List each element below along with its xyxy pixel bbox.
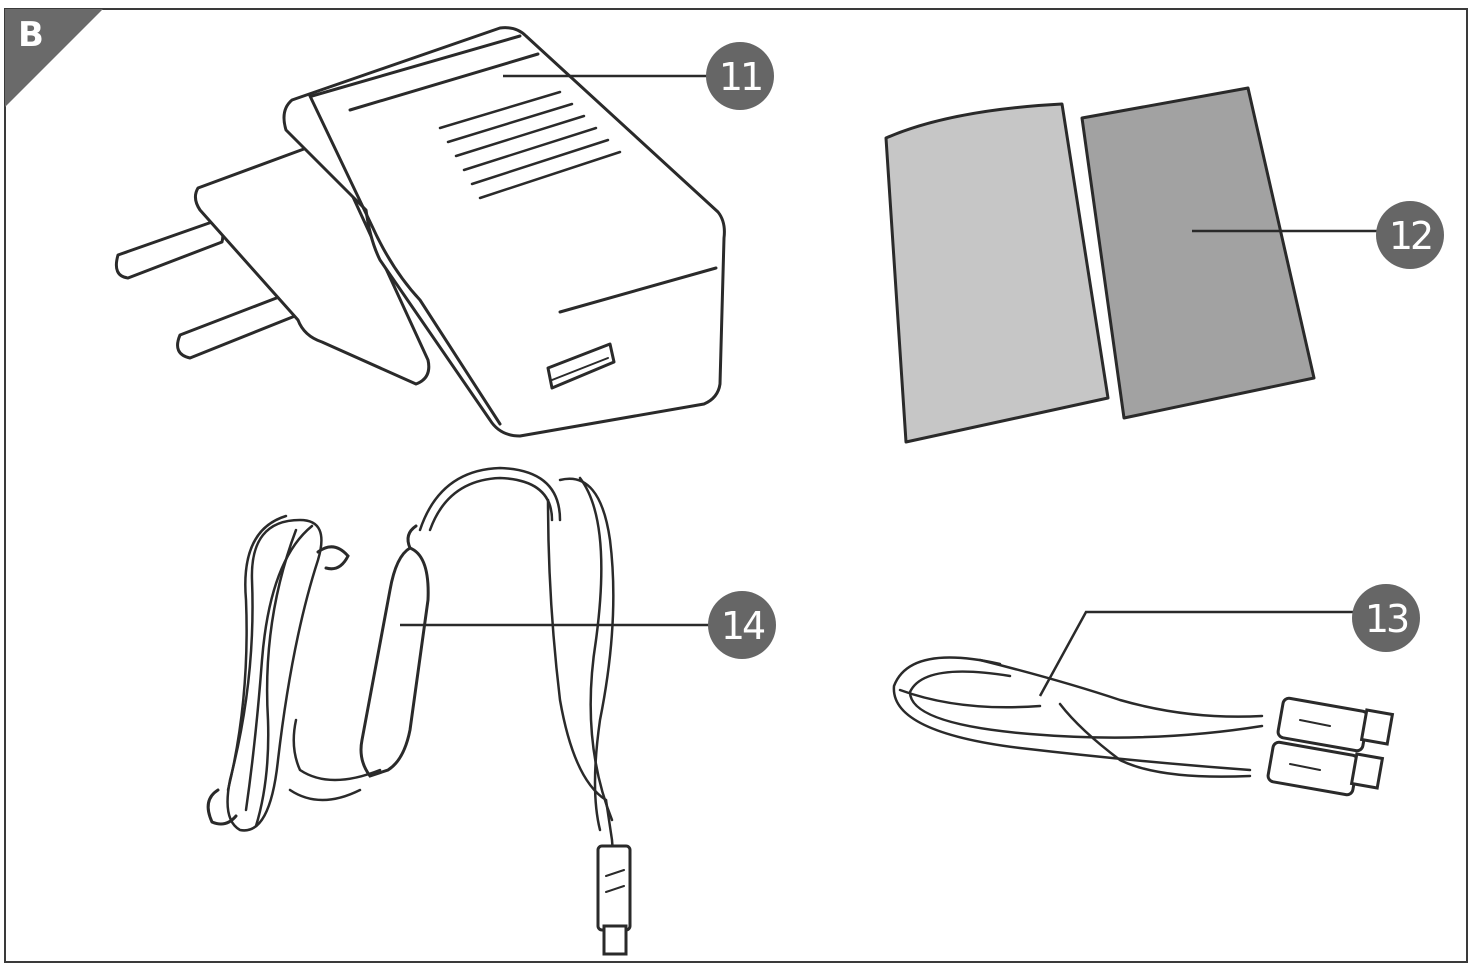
heater-cable-illustration [206,466,632,956]
pad-left [884,102,1110,444]
callout-12-number: 12 [1389,214,1431,258]
usb-cable-illustration [892,656,1395,797]
usb-plug-14 [596,844,632,932]
pad-right [1080,86,1316,420]
callout-13-number: 13 [1365,597,1408,641]
callout-11-number: 11 [719,55,761,99]
section-letter: B [18,15,44,55]
leader-lines [400,74,1382,697]
leader-13 [1038,610,1360,697]
callout-13: 13 [1352,584,1420,652]
figure-frame [4,8,1468,963]
callout-14: 14 [708,591,776,659]
callout-12: 12 [1376,201,1444,269]
power-adapter-illustration [114,26,726,438]
section-tag: B [5,9,103,107]
callout-14-number: 14 [721,604,765,648]
adhesive-pads-illustration [884,86,1316,444]
callout-11: 11 [706,42,774,110]
